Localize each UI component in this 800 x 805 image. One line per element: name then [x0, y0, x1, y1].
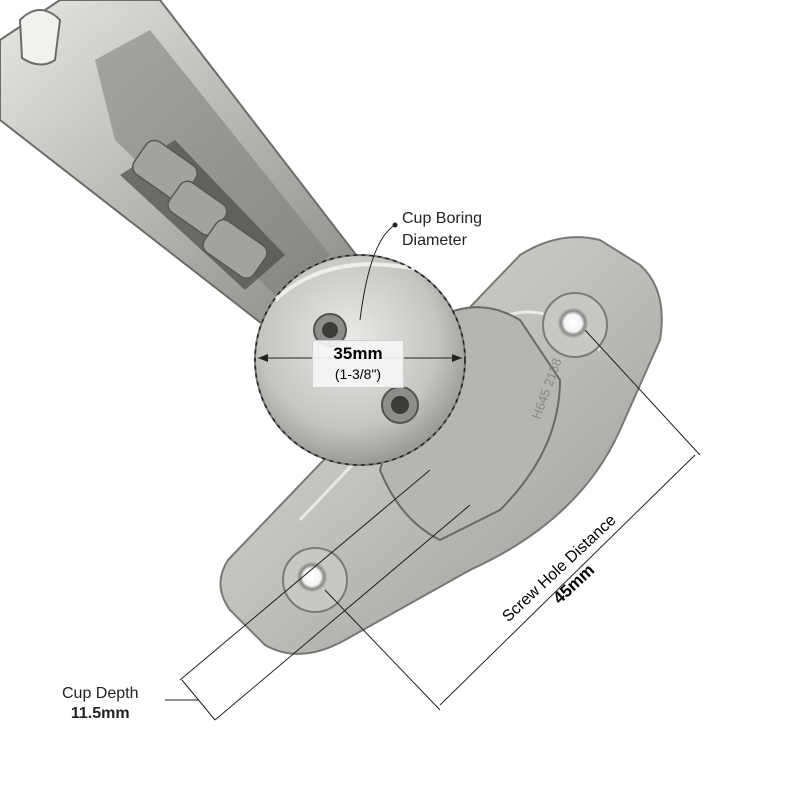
hinge-arm — [0, 0, 362, 332]
screw-hole-icon — [542, 292, 608, 358]
cup-diameter-imperial: (1-3/8") — [334, 366, 382, 382]
cup-boring-title: Cup Boring Diameter — [402, 208, 482, 252]
cup-depth-annotation: Cup Depth 11.5mm — [62, 684, 139, 724]
cup-diameter-value: 35mm — [333, 344, 383, 363]
dimension-lines — [165, 222, 701, 721]
cup-boring-title-line2: Diameter — [402, 232, 467, 249]
cup-depth-label: Cup Depth — [62, 685, 139, 702]
cup-boring-outline — [254, 254, 466, 466]
cup-depth-value: 11.5mm — [70, 705, 130, 722]
cup-boring-title-line1: Cup Boring — [402, 210, 483, 227]
cup-diameter-box: 35mm (1-3/8") — [312, 340, 404, 388]
